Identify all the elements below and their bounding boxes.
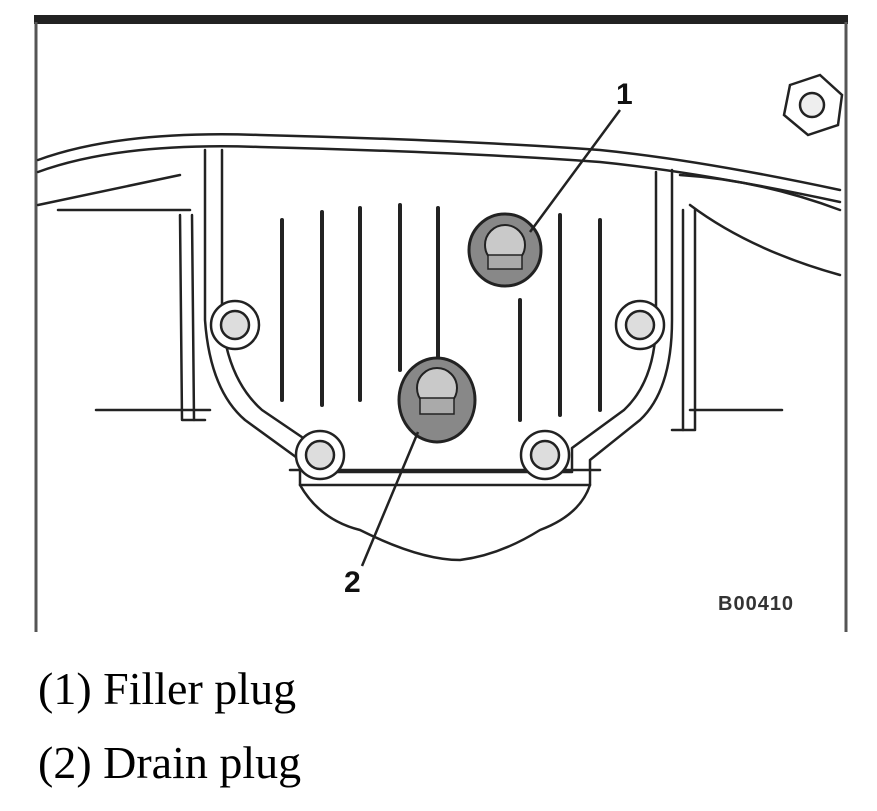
leader-line-2 xyxy=(360,431,420,567)
body-upper-edge-inner xyxy=(36,145,842,204)
drain-plug xyxy=(397,356,477,444)
diagram-figure: 1 2 B00410 xyxy=(34,15,848,632)
left-flange xyxy=(178,213,207,422)
top-right-nut xyxy=(782,73,844,137)
bolt-upper-left xyxy=(209,299,261,351)
legend: (1) Filler plug (2) Drain plug xyxy=(38,652,858,800)
left-flange-inner xyxy=(190,213,196,422)
filler-plug xyxy=(467,212,543,288)
cover-plate-inner xyxy=(220,148,658,474)
figure-top-border xyxy=(34,15,848,24)
callout-2: 2 xyxy=(344,566,361,599)
body-upper-edge xyxy=(36,133,842,192)
right-flange xyxy=(670,208,697,432)
callout-1: 1 xyxy=(616,78,633,111)
bottom-lobe xyxy=(298,483,592,562)
legend-item-filler-plug: (1) Filler plug xyxy=(38,663,297,714)
leader-line-1 xyxy=(528,109,622,233)
legend-item-drain-plug: (2) Drain plug xyxy=(38,737,302,788)
bolt-lower-right xyxy=(519,429,571,481)
right-housing-curve-2 xyxy=(688,203,842,277)
cover-plate-outline xyxy=(203,148,674,487)
bolt-lower-left xyxy=(294,429,346,481)
right-housing-curve xyxy=(678,173,842,212)
left-housing-curve xyxy=(36,173,182,207)
figure-code: B00410 xyxy=(718,593,794,615)
bolt-upper-right xyxy=(614,299,666,351)
differential-illustration: 1 2 B00410 xyxy=(34,15,848,632)
